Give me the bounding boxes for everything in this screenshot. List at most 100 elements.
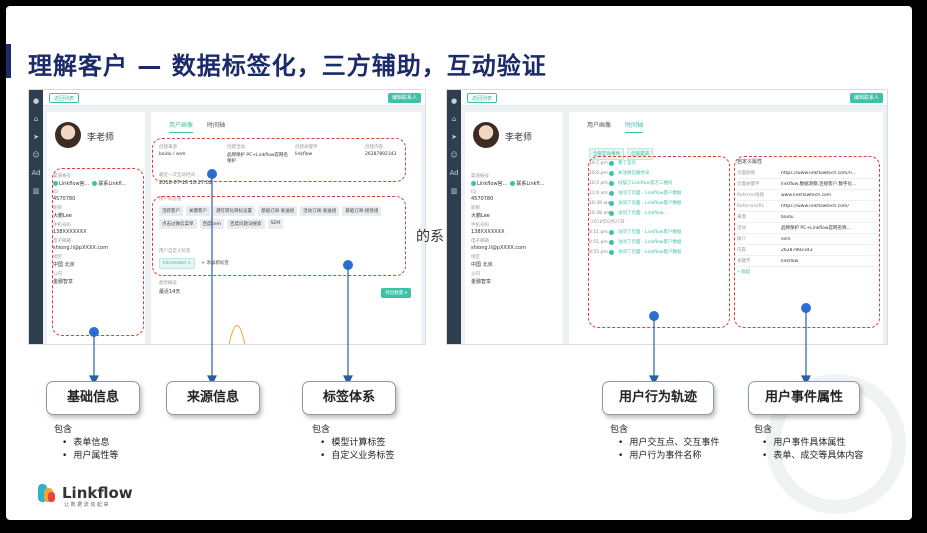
chart-icon[interactable]: ▥	[450, 187, 458, 195]
tab-timeline[interactable]: 时间轴	[207, 122, 226, 129]
channel-tag[interactable]: 联系Linkfl...	[98, 181, 127, 187]
tag-chip[interactable]: 基础订阅-发送组	[258, 206, 298, 216]
send-icon[interactable]: ➤	[33, 133, 39, 141]
basic-info-fields: 渠道帐号 Linkflow官... 联系Linkfl... ID 4570780…	[53, 170, 141, 285]
tag-chip[interactable]: 活动订阅-发送组	[300, 206, 340, 216]
add-tag-button[interactable]: + 添加新标签	[201, 261, 229, 266]
event-icon	[609, 249, 614, 255]
source-header: 创建来源	[159, 145, 177, 150]
callout-behavior-track: 用户行为轨迹	[602, 381, 714, 415]
screenshot-user-profile: ● ⌂ ➤ ☺ Ad ▥ 返回列表 编辑联系人 李老师 渠道帐号 Linkflo…	[28, 89, 426, 345]
event-icon	[609, 170, 614, 176]
desc-tag-system: 包含 模型计算标签自定义业务标签	[312, 424, 394, 463]
tab-user-portrait[interactable]: 用户画像	[587, 122, 612, 129]
profile-card: 李老师 渠道帐号 Linkflow官... 联系Linkfl... ID 457…	[47, 112, 145, 344]
source-value: linkflow	[295, 152, 313, 157]
event-icon	[609, 210, 614, 216]
logo-icon[interactable]: ●	[32, 97, 40, 105]
custom-tag-chip[interactable]: Interested ×	[159, 258, 196, 269]
slide-title: 理解客户 — 数据标签化，三方辅助，互动验证	[28, 52, 547, 80]
highlight-tag-system	[152, 196, 406, 276]
tags-label: 用户标签组	[159, 197, 182, 202]
field-label: 电子邮箱	[471, 239, 489, 244]
attribute-row: 活动品牌保护 PC+Linkflow官网名称...	[737, 223, 877, 234]
tag-chip[interactable]: 基础订阅-接受组	[342, 206, 382, 216]
back-to-list-button[interactable]: 返回列表	[49, 93, 80, 103]
source-header: 创建关键字	[295, 145, 318, 150]
source-value: 品牌保护 PC+Linkflow官网名 保护	[227, 153, 289, 164]
field-label: 公司	[471, 272, 480, 277]
field-value: shiong.li@pXXXX.com	[53, 245, 109, 251]
contact-name: 李老师	[505, 133, 533, 143]
tab-user-portrait[interactable]: 用户画像	[169, 120, 194, 133]
field-value: 金融智享	[471, 279, 492, 285]
tag-chip[interactable]: SEM	[267, 219, 284, 229]
user-icon[interactable]: ☺	[32, 151, 40, 159]
home-icon[interactable]: ⌂	[33, 115, 39, 123]
edit-contact-button[interactable]: 编辑联系人	[849, 93, 883, 103]
edit-contact-button[interactable]: 编辑联系人	[387, 93, 421, 103]
tab-timeline[interactable]: 时间轴	[625, 120, 644, 133]
channel-tag[interactable]: 联系Linkfl...	[516, 181, 545, 187]
callout-source-info: 来源信息	[166, 381, 260, 415]
field-value: 中国 北京	[53, 262, 75, 268]
highlight-behavior-track	[588, 156, 730, 328]
trend-range[interactable]: 最近14天	[159, 289, 181, 295]
tag-chip[interactable]: 潜在转化目标设置	[213, 206, 255, 216]
top-bar: 返回列表 编辑联系人	[461, 90, 887, 106]
ad-icon[interactable]: Ad	[31, 169, 41, 177]
channel-tag[interactable]: Linkflow官...	[59, 181, 90, 187]
field-value: 4570780	[53, 196, 76, 202]
ad-icon[interactable]: Ad	[449, 169, 459, 177]
trend-chart	[228, 325, 246, 344]
tag-chip[interactable]: 点击过微信菜单	[159, 219, 197, 229]
trend-label: 趋势概览	[159, 281, 177, 286]
custom-tags-label: 用户自定义标签	[159, 249, 191, 254]
tag-chip[interactable]: 活跃客户	[159, 206, 183, 216]
filter-channel-chip[interactable]: 全部渠道	[627, 148, 653, 160]
source-header: 创建内容	[365, 145, 383, 150]
highlight-event-attrs	[734, 156, 880, 328]
send-icon[interactable]: ➤	[451, 133, 457, 141]
overlay-text: 的系	[416, 229, 444, 245]
logo-tagline: 让 数 据 流 动 起 来	[64, 502, 109, 508]
wechat-icon	[471, 181, 476, 186]
field-label: 地区	[53, 255, 62, 260]
highlight-basic-info	[52, 168, 144, 336]
field-value: 大鹏Lee	[471, 213, 490, 219]
app-sidebar: ● ⌂ ➤ ☺ Ad ▥	[29, 90, 43, 344]
tag-chip[interactable]: 百度问题词搜索	[227, 219, 265, 229]
logo-icon[interactable]: ●	[450, 97, 458, 105]
custom-tag-list: Interested × + 添加新标签	[159, 258, 395, 269]
field-value: 138XXXXXXX	[53, 229, 87, 235]
user-icon[interactable]: ☺	[450, 151, 458, 159]
channel-tag[interactable]: Linkflow官...	[477, 181, 508, 187]
back-to-list-button[interactable]: 返回列表	[467, 93, 498, 103]
field-label: 地区	[471, 255, 480, 260]
desc-behavior-track: 包含 用户交互点、交互事件用户行为事件名称	[610, 424, 719, 463]
field-label: 手机号码	[471, 223, 489, 228]
home-icon[interactable]: ⌂	[451, 115, 457, 123]
export-count-button[interactable]: 导出数量 ▾	[381, 288, 411, 298]
top-bar: 返回列表 编辑联系人	[43, 90, 425, 106]
tag-chip[interactable]: 关键客户	[186, 206, 210, 216]
attributes-title: 自定义属性	[737, 159, 763, 165]
field-value: 大鹏Lee	[53, 213, 72, 219]
collapse-link[interactable]: • 收起	[737, 270, 751, 275]
chart-icon[interactable]: ▥	[32, 187, 40, 195]
field-value: 金融智享	[53, 279, 74, 285]
